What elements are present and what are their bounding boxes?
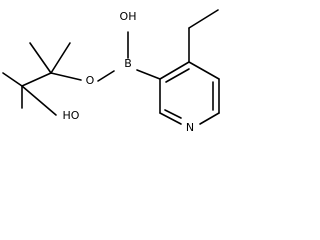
bond-ester-oxygen-to-boron <box>97 70 115 82</box>
bond-c1-to-top-methyl-right <box>50 42 71 74</box>
bond-c1-to-ester-oxygen <box>50 72 82 81</box>
bond-boron-to-ring <box>136 69 161 80</box>
ring-double-bond-c3-c4 <box>165 68 190 83</box>
atom-label-boronic-hydroxyl: OH <box>120 10 137 23</box>
bond-layer <box>2 9 220 125</box>
ring-bond-c6-n <box>199 112 220 125</box>
bond-left-methyl-to-c2 <box>2 72 23 87</box>
bond-c2-to-hydroxyl <box>21 85 57 116</box>
chemical-structure: OH B O HO N <box>2 9 220 134</box>
atom-label-boron: B <box>124 57 132 70</box>
ring-bond-c3-c4 <box>159 61 190 80</box>
ring-bond-c4-c5 <box>188 61 220 80</box>
atom-label-ring-nitrogen: N <box>186 121 194 134</box>
structure-canvas: OH B O HO N <box>0 0 234 152</box>
bond-c1-to-top-methyl-left <box>29 42 52 74</box>
atom-label-layer: OH B O HO N <box>63 10 195 134</box>
atom-label-tertiary-hydroxyl: HO <box>63 109 80 122</box>
atom-label-ester-oxygen: O <box>86 74 95 87</box>
bond-ethyl-terminal <box>188 9 219 29</box>
ring-double-bond-n-c2 <box>164 109 182 119</box>
ring-bond-n-c2 <box>159 112 182 125</box>
bond-c2-to-c1 <box>21 72 52 87</box>
